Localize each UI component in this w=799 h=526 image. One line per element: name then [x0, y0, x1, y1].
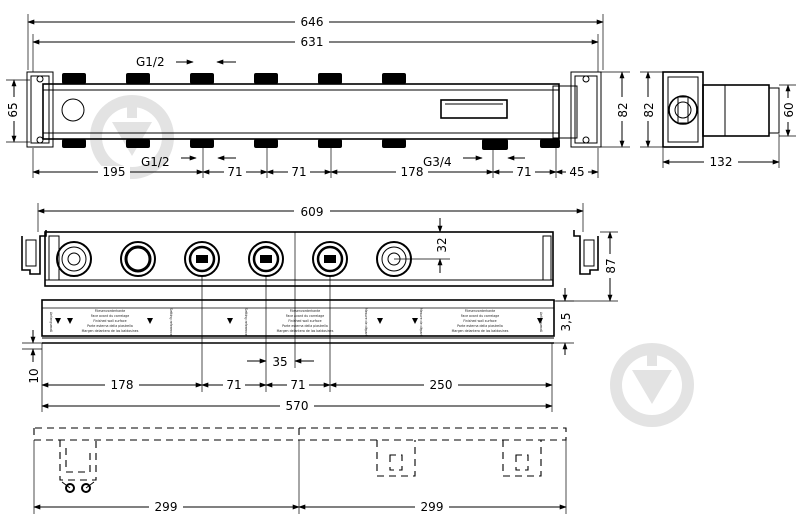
dim-82-top: 82	[616, 102, 630, 117]
label-strip-arrow-icon	[412, 318, 418, 324]
dim-71-b: 71	[291, 165, 306, 179]
label-strip-text: Face avant du carrelage	[91, 314, 129, 318]
label-strip-side-text: Setting reference	[244, 308, 248, 336]
dim-71-c: 71	[516, 165, 531, 179]
label-strip-text: Parte esterna della piastrella	[457, 324, 503, 328]
label-strip-text: Face avant du carrelage	[286, 314, 324, 318]
dim-82-side: 82	[642, 102, 656, 117]
dim-35: 35	[272, 355, 287, 369]
label-strip-text: Finished wall surface	[288, 319, 321, 323]
label-strip-text: Margen delantero de los baldosines	[82, 329, 139, 333]
dim-65: 65	[6, 102, 20, 117]
front-view: 609	[21, 203, 618, 413]
label-strip-arrow-icon	[55, 318, 61, 324]
label-strip-text: Parte esterna della piastrella	[282, 324, 328, 328]
dim-299-left: 299	[155, 500, 178, 514]
dim-250: 250	[430, 378, 453, 392]
label-strip-text: Face avant du carrelage	[461, 314, 499, 318]
label-strip-side-text: Mesure de départ	[419, 308, 423, 337]
dim-178-front: 178	[111, 378, 134, 392]
dim-87: 87	[604, 258, 618, 273]
dim-10: 10	[27, 368, 41, 383]
top-ports	[62, 73, 406, 84]
label-strip-arrow-icon	[227, 318, 233, 324]
label-strip-arrow-icon	[537, 318, 543, 324]
front-spacing-dims: 178 71 71 250	[41, 378, 553, 392]
dim-45: 45	[569, 165, 584, 179]
dim-71-a: 71	[227, 165, 242, 179]
label-strip-arrow-icon	[67, 318, 73, 324]
side-view: 82 60 132	[640, 71, 796, 169]
label-strip-text: Fliesenvorderkante	[95, 309, 126, 313]
dim-646: 646	[301, 15, 324, 29]
thread-label-top: G1/2	[136, 55, 165, 69]
label-strip-text: Fliesenvorderkante	[290, 309, 321, 313]
dim-195: 195	[103, 165, 126, 179]
dim-132: 132	[710, 155, 733, 169]
label-strip-arrow-icon	[377, 318, 383, 324]
label-strip-text: Parte esterna della piastrella	[87, 324, 133, 328]
label-strip-text: Margen delantero de los baldosines	[452, 329, 509, 333]
dim-32: 32	[435, 237, 449, 252]
bottom-ports	[62, 139, 560, 150]
label-strip-text: Finished wall surface	[463, 319, 496, 323]
thread-label-bottom: G1/2	[141, 155, 170, 169]
dim-570: 570	[286, 399, 309, 413]
front-ports	[56, 241, 412, 277]
dim-60: 60	[782, 102, 796, 117]
label-strip-text: Margen delantero de los baldosines	[277, 329, 334, 333]
dim-71-e: 71	[290, 378, 305, 392]
label-strip-side-text: Setting reference	[169, 308, 173, 336]
dim-631: 631	[301, 35, 324, 49]
dim-609: 609	[301, 205, 324, 219]
watermark-right	[610, 343, 694, 427]
bottom-view: 299 299	[33, 427, 567, 514]
top-spacing-dims: 195 71 71 178 71 45	[32, 148, 599, 179]
top-view: 646 631	[4, 14, 630, 179]
dim-178-top: 178	[401, 165, 424, 179]
watermark-left	[90, 95, 174, 179]
dim-71-d: 71	[226, 378, 241, 392]
label-strip-text: Fliesenvorderkante	[465, 309, 496, 313]
dim-299-right: 299	[421, 500, 444, 514]
label-strip-side-text: Mesure de départ	[364, 308, 368, 337]
thread-label-right: G3/4	[423, 155, 452, 169]
label-strip-arrow-icon	[147, 318, 153, 324]
label-strip-text: Finished wall surface	[93, 319, 126, 323]
dim-3-5: 3,5	[559, 312, 573, 331]
label-strip-side-text: Anfangsmaß	[49, 312, 53, 332]
